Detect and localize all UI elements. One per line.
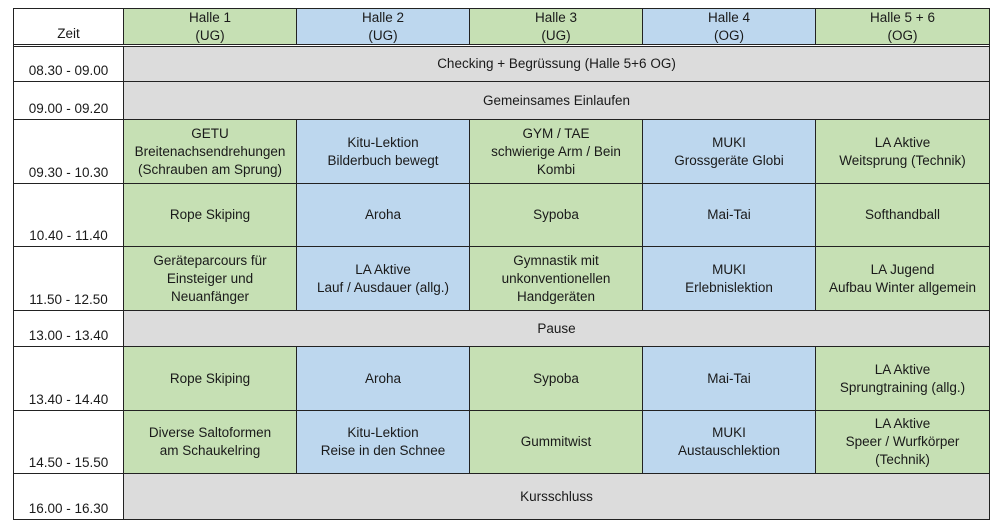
session-cell: MUKI Erlebnislektion (643, 247, 816, 311)
session-cell: Gummitwist (470, 411, 643, 474)
session-cell: Gymnastik mit unkonventionellen Handgerä… (470, 247, 643, 311)
header-halle-1: Halle 1 (UG) (124, 8, 297, 45)
table-row: 13.40 - 14.40 Rope Skiping Aroha Sypoba … (13, 347, 990, 411)
table-row: 09.30 - 10.30 GETU Breitenachsendrehunge… (13, 120, 990, 184)
time-cell: 13.40 - 14.40 (13, 347, 124, 411)
header-time: Zeit (13, 8, 124, 45)
schedule-table: Zeit Halle 1 (UG) Halle 2 (UG) Halle 3 (… (13, 8, 990, 520)
session-cell: LA Aktive Sprungtraining (allg.) (816, 347, 990, 411)
span-cell: Kursschluss (124, 474, 990, 520)
header-divider (13, 45, 990, 47)
session-cell: LA Aktive Weitsprung (Technik) (816, 120, 990, 184)
session-cell: LA Aktive Lauf / Ausdauer (allg.) (297, 247, 470, 311)
session-cell: Geräteparcours für Einsteiger und Neuanf… (124, 247, 297, 311)
session-cell: Kitu-Lektion Bilderbuch bewegt (297, 120, 470, 184)
session-cell: Softhandball (816, 184, 990, 247)
time-cell: 16.00 - 16.30 (13, 474, 124, 520)
session-cell: GETU Breitenachsendrehungen (Schrauben a… (124, 120, 297, 184)
session-cell: Mai-Tai (643, 184, 816, 247)
time-cell: 09.00 - 09.20 (13, 82, 124, 120)
header-halle-2: Halle 2 (UG) (297, 8, 470, 45)
header-halle-5-6: Halle 5 + 6 (OG) (816, 8, 990, 45)
table-row: 09.00 - 09.20 Gemeinsames Einlaufen (13, 82, 990, 120)
session-cell: Aroha (297, 347, 470, 411)
table-row: 13.00 - 13.40 Pause (13, 311, 990, 347)
session-cell: LA Aktive Speer / Wurfkörper (Technik) (816, 411, 990, 474)
time-cell: 10.40 - 11.40 (13, 184, 124, 247)
session-cell: MUKI Grossgeräte Globi (643, 120, 816, 184)
session-cell: Sypoba (470, 347, 643, 411)
header-halle-4: Halle 4 (OG) (643, 8, 816, 45)
header-halle-3: Halle 3 (UG) (470, 8, 643, 45)
session-cell: Sypoba (470, 184, 643, 247)
time-cell: 13.00 - 13.40 (13, 311, 124, 347)
table-row: 16.00 - 16.30 Kursschluss (13, 474, 990, 520)
table-row: 08.30 - 09.00 Checking + Begrüssung (Hal… (13, 47, 990, 82)
time-cell: 11.50 - 12.50 (13, 247, 124, 311)
session-cell: Rope Skiping (124, 347, 297, 411)
span-cell: Checking + Begrüssung (Halle 5+6 OG) (124, 47, 990, 82)
header-row: Zeit Halle 1 (UG) Halle 2 (UG) Halle 3 (… (13, 8, 990, 45)
session-cell: Aroha (297, 184, 470, 247)
table-row: 11.50 - 12.50 Geräteparcours für Einstei… (13, 247, 990, 311)
table-row: 10.40 - 11.40 Rope Skiping Aroha Sypoba … (13, 184, 990, 247)
session-cell: LA Jugend Aufbau Winter allgemein (816, 247, 990, 311)
session-cell: GYM / TAE schwierige Arm / Bein Kombi (470, 120, 643, 184)
session-cell: Diverse Saltoformen am Schaukelring (124, 411, 297, 474)
time-cell: 14.50 - 15.50 (13, 411, 124, 474)
time-cell: 09.30 - 10.30 (13, 120, 124, 184)
time-cell: 08.30 - 09.00 (13, 47, 124, 82)
session-cell: MUKI Austauschlektion (643, 411, 816, 474)
span-cell: Gemeinsames Einlaufen (124, 82, 990, 120)
session-cell: Kitu-Lektion Reise in den Schnee (297, 411, 470, 474)
session-cell: Mai-Tai (643, 347, 816, 411)
table-row: 14.50 - 15.50 Diverse Saltoformen am Sch… (13, 411, 990, 474)
session-cell: Rope Skiping (124, 184, 297, 247)
span-cell: Pause (124, 311, 990, 347)
